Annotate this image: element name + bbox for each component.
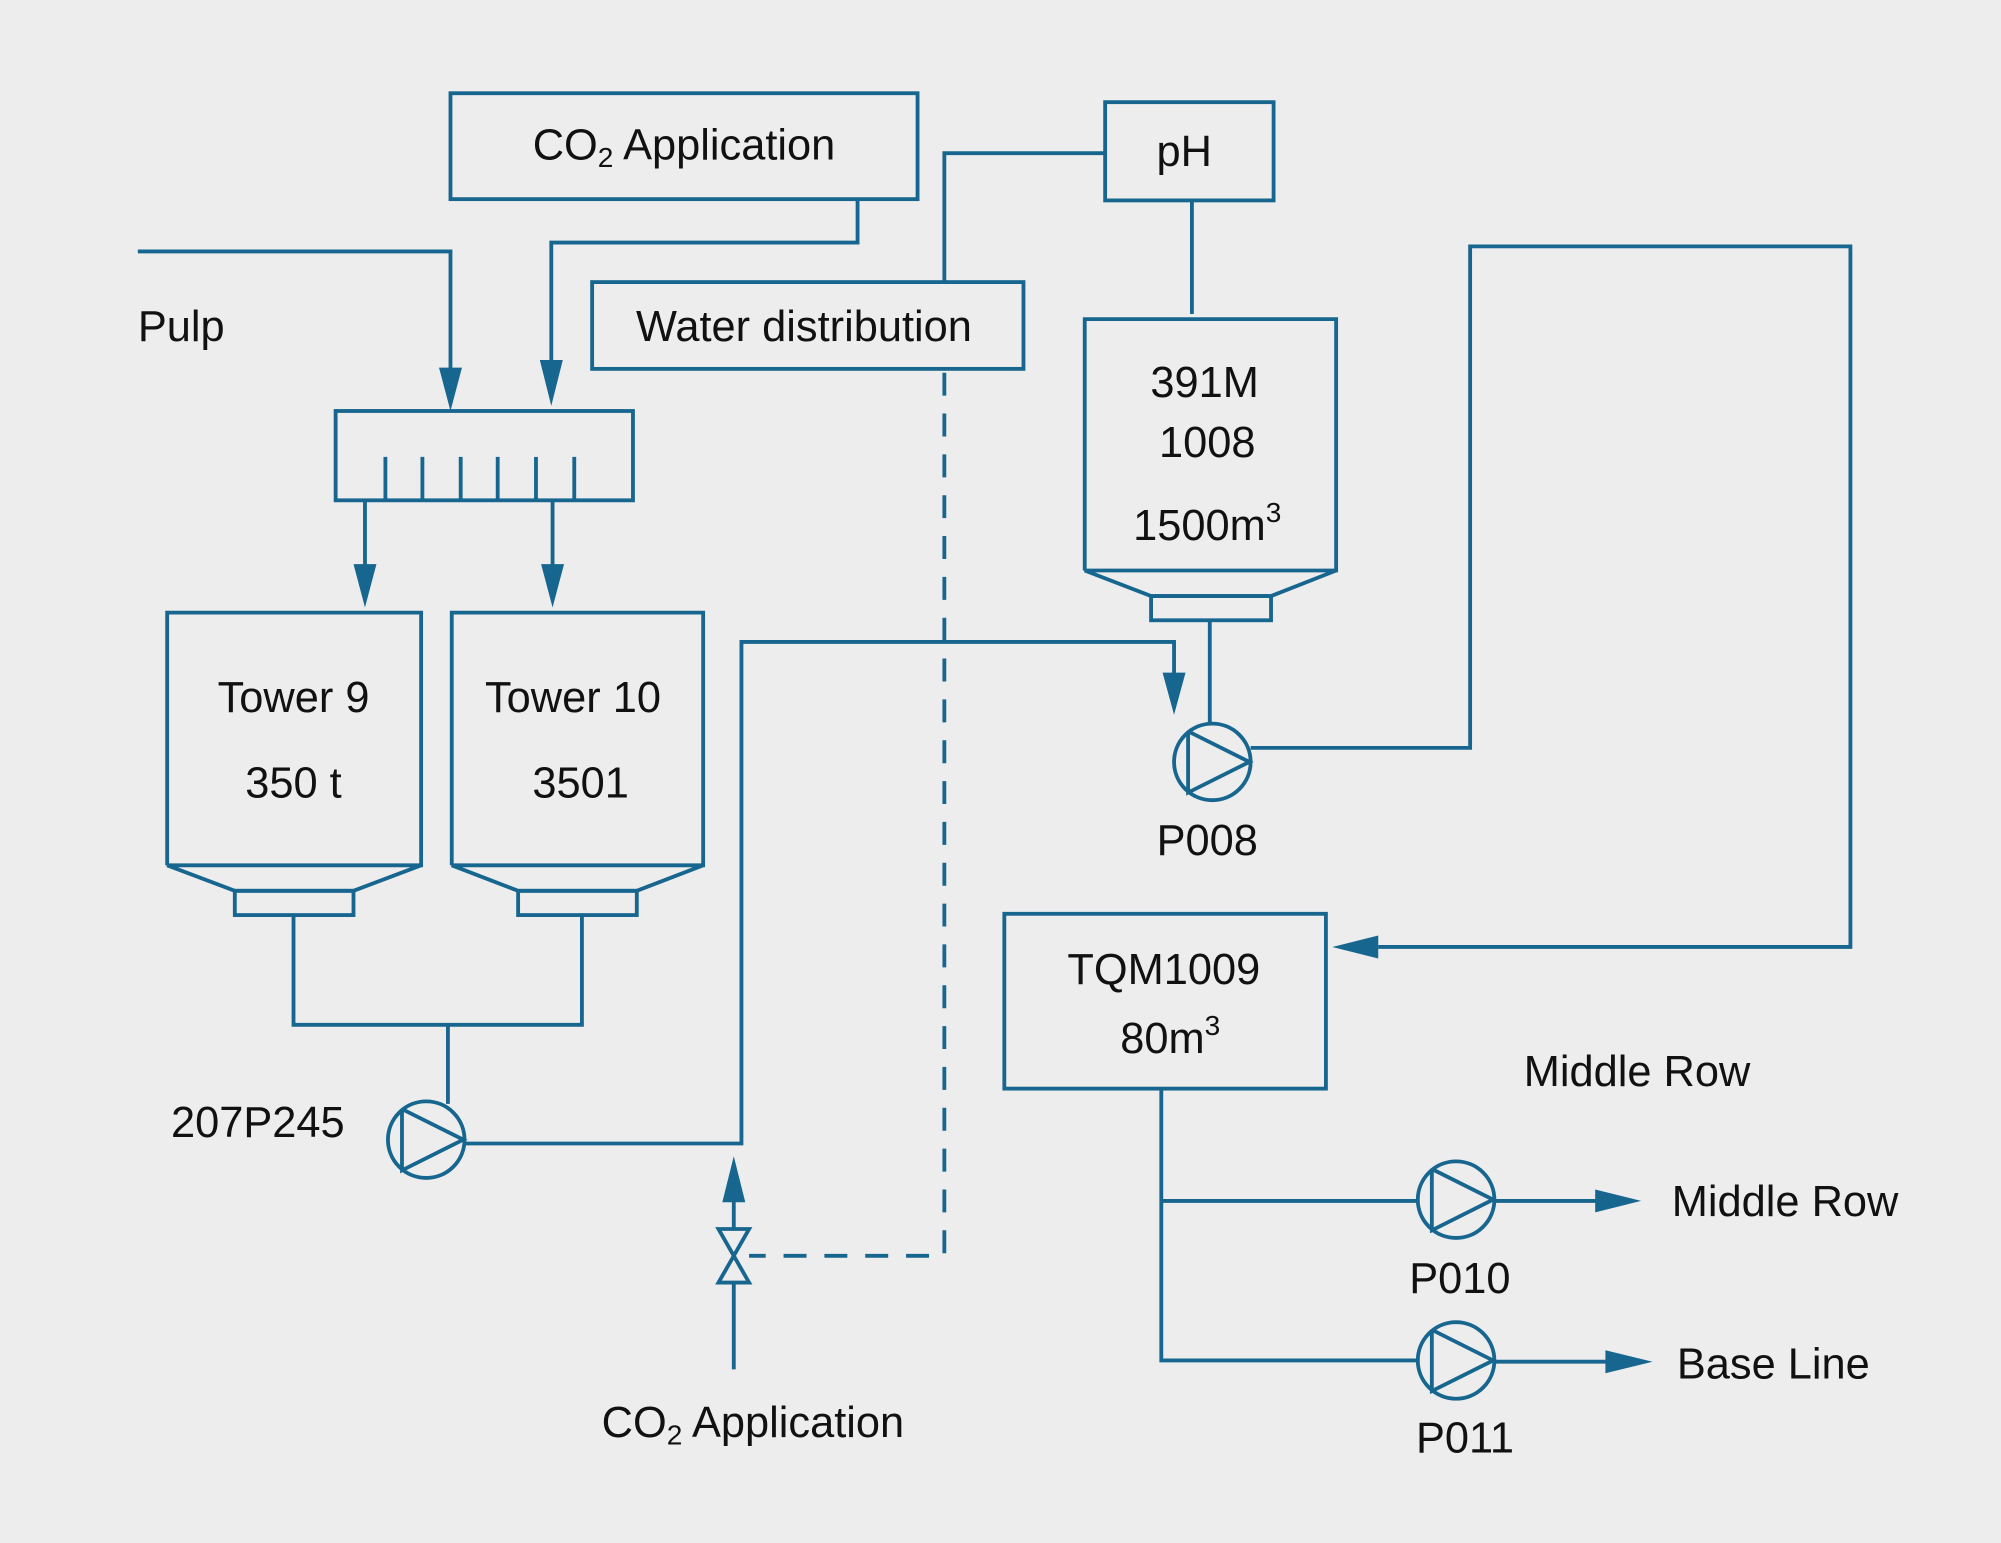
co2-feed-line	[549, 199, 860, 368]
pump-p011[interactable]: P011	[1415, 1320, 1514, 1462]
pump-207p245[interactable]: 207P245	[171, 1099, 468, 1180]
tank-391m1008[interactable]: 391M 1008 1500m3	[1082, 317, 1339, 623]
middle-row-output-label: Middle Row	[1672, 1178, 1899, 1226]
co2-bottom-arrow-icon	[722, 1156, 746, 1203]
water-control-signal-line	[749, 372, 947, 1258]
pump-207p245-label: 207P245	[171, 1099, 345, 1147]
pump-p011-label: P011	[1416, 1414, 1514, 1462]
pulp-feed-line	[137, 249, 453, 371]
tqm1009-box[interactable]: TQM1009 80m3	[1002, 911, 1328, 1091]
base-line-arrow-icon	[1605, 1350, 1653, 1374]
tank-391-volume: 1500m3	[1133, 497, 1281, 550]
middle-row-label: Middle Row	[1524, 1048, 1751, 1096]
pump-p008[interactable]: P008	[1157, 721, 1258, 865]
tower-10[interactable]: Tower 10 3501	[449, 610, 706, 917]
tower-9[interactable]: Tower 9 350 t	[165, 610, 424, 917]
tower9-arrow-icon	[353, 564, 377, 608]
distributor-header[interactable]	[333, 409, 635, 503]
middle-row-arrow-icon	[1595, 1189, 1642, 1213]
tqm-outlet-line	[1159, 1088, 1418, 1363]
tower9-name: Tower 9	[218, 674, 370, 722]
co2-application-bottom-label: CO2 Application	[602, 1399, 905, 1451]
pump-207-to-p008-line	[464, 640, 1176, 1146]
pump-p010-label: P010	[1409, 1255, 1510, 1303]
tank-391-number: 1008	[1159, 419, 1256, 467]
tower10-name: Tower 10	[485, 674, 661, 722]
ph-box[interactable]: pH	[1103, 100, 1276, 203]
tower10-capacity: 3501	[532, 760, 629, 808]
ph-label: pH	[1157, 128, 1212, 176]
tqm-name: TQM1009	[1067, 946, 1260, 994]
pulp-arrow-icon	[438, 367, 462, 411]
water-distribution-label: Water distribution	[636, 303, 972, 351]
tower10-arrow-icon	[541, 564, 565, 608]
ph-to-water-line	[942, 151, 1106, 283]
p008-inlet-arrow-icon	[1162, 672, 1186, 715]
p008-to-tqm-line	[1250, 244, 1853, 949]
tower9-capacity: 350 t	[245, 760, 341, 808]
co2-application-label: CO2 Application	[533, 122, 836, 174]
co2-arrow-icon	[539, 359, 563, 406]
tower-outlet-manifold	[291, 915, 584, 1027]
pump-p008-label: P008	[1157, 817, 1258, 865]
base-line-output-label: Base Line	[1677, 1340, 1870, 1388]
tqm-volume: 80m3	[1120, 1010, 1220, 1063]
pump-p010[interactable]: P010	[1409, 1159, 1511, 1303]
pulp-label: Pulp	[138, 303, 225, 351]
water-distribution-box[interactable]: Water distribution	[590, 280, 1026, 371]
tqm-inlet-arrow-icon	[1332, 935, 1379, 959]
control-valve[interactable]	[715, 1227, 753, 1285]
co2-application-box[interactable]: CO2 Application	[448, 91, 920, 202]
tank-391-id: 391M	[1150, 359, 1259, 407]
